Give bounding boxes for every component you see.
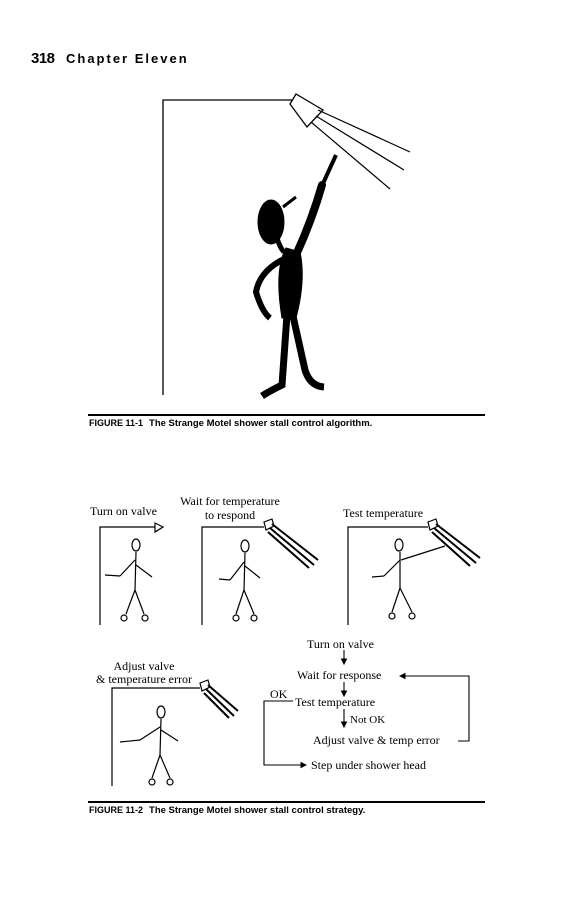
shower-head — [289, 93, 325, 129]
chapter-title: Chapter Eleven — [66, 51, 189, 66]
panel-label-wait-line2: to respond — [204, 508, 256, 522]
panel1-pipe — [99, 526, 157, 625]
flow-label-ok: OK — [270, 687, 288, 701]
figure-11-1-caption-text: The Strange Motel shower stall control a… — [149, 418, 373, 429]
figure-11-1-rule — [88, 414, 485, 416]
page-number: 318 — [31, 50, 55, 67]
water-spray — [317, 109, 411, 153]
flow-step-wait-for-response: Wait for response — [297, 668, 382, 682]
figure-11-1-label: FIGURE 11-1 — [89, 418, 144, 428]
loop-back-arrow — [398, 672, 470, 742]
flow-label-not-ok: Not OK — [350, 714, 386, 726]
ok-branch-arrow — [263, 700, 308, 769]
figure-11-2-label: FIGURE 11-2 — [89, 805, 144, 815]
figure-11-2-caption-text: The Strange Motel shower stall control s… — [149, 805, 366, 816]
figure-11-2-rule — [88, 801, 485, 803]
panel-label-adjust-line2: & temperature error — [96, 672, 192, 686]
panel-label-adjust-line1: Adjust valve — [113, 659, 175, 673]
shower-pipe — [162, 99, 292, 395]
panel2-pipe — [201, 526, 264, 625]
panel4-pipe — [111, 687, 200, 786]
figure-11-1-illustration — [162, 93, 411, 399]
figure-11-1-caption: FIGURE 11-1 The Strange Motel shower stal… — [89, 418, 372, 429]
flow-step-test-temperature: Test temperature — [295, 695, 376, 709]
panel3-pipe — [347, 526, 428, 625]
silhouette-figure — [252, 154, 338, 399]
flow-step-step-under-shower: Step under shower head — [311, 758, 426, 772]
panel-label-test-temperature: Test temperature — [343, 506, 424, 520]
figure-11-2-caption: FIGURE 11-2 The Strange Motel shower stal… — [89, 805, 365, 816]
panel-label-turn-on-valve: Turn on valve — [90, 504, 157, 518]
panel-label-wait-line1: Wait for temperature — [180, 494, 280, 508]
flow-step-turn-on-valve: Turn on valve — [307, 637, 374, 651]
flow-step-adjust-valve: Adjust valve & temp error — [313, 733, 440, 747]
